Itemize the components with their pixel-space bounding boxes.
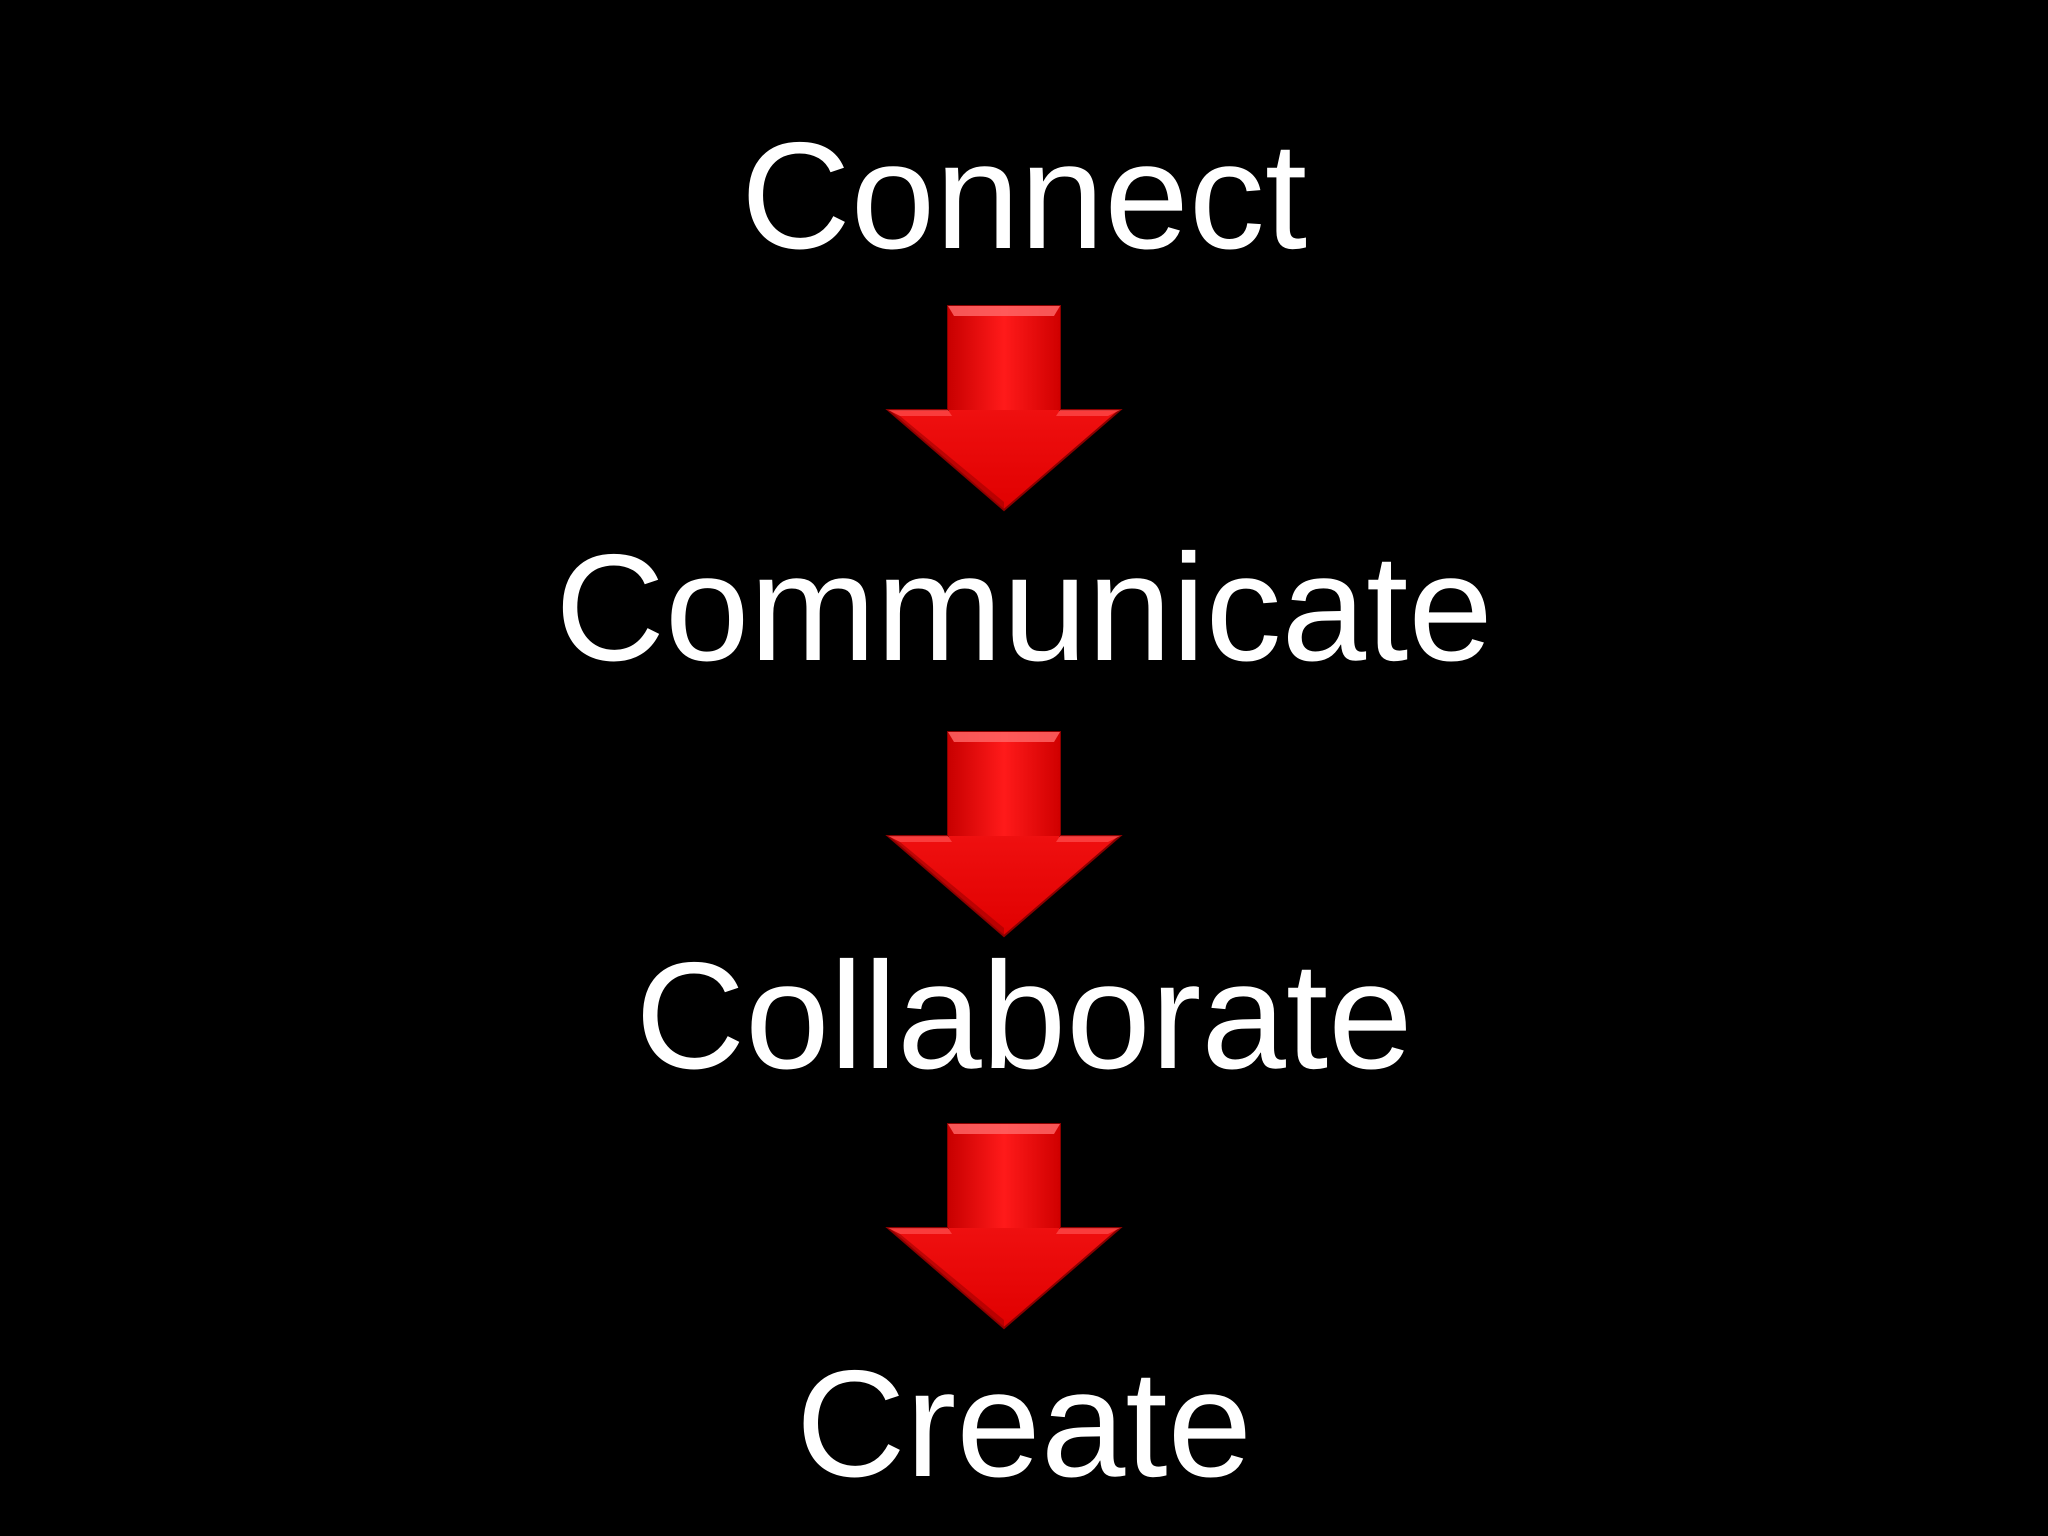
step-collaborate: Collaborate [635, 931, 1413, 1101]
arrow-down-icon [884, 302, 1124, 514]
step-communicate: Communicate [555, 523, 1493, 693]
step-connect: Connect [740, 111, 1308, 281]
arrow-down-icon [884, 728, 1124, 940]
step-create: Create [795, 1339, 1253, 1509]
arrow-down-icon [884, 1120, 1124, 1332]
